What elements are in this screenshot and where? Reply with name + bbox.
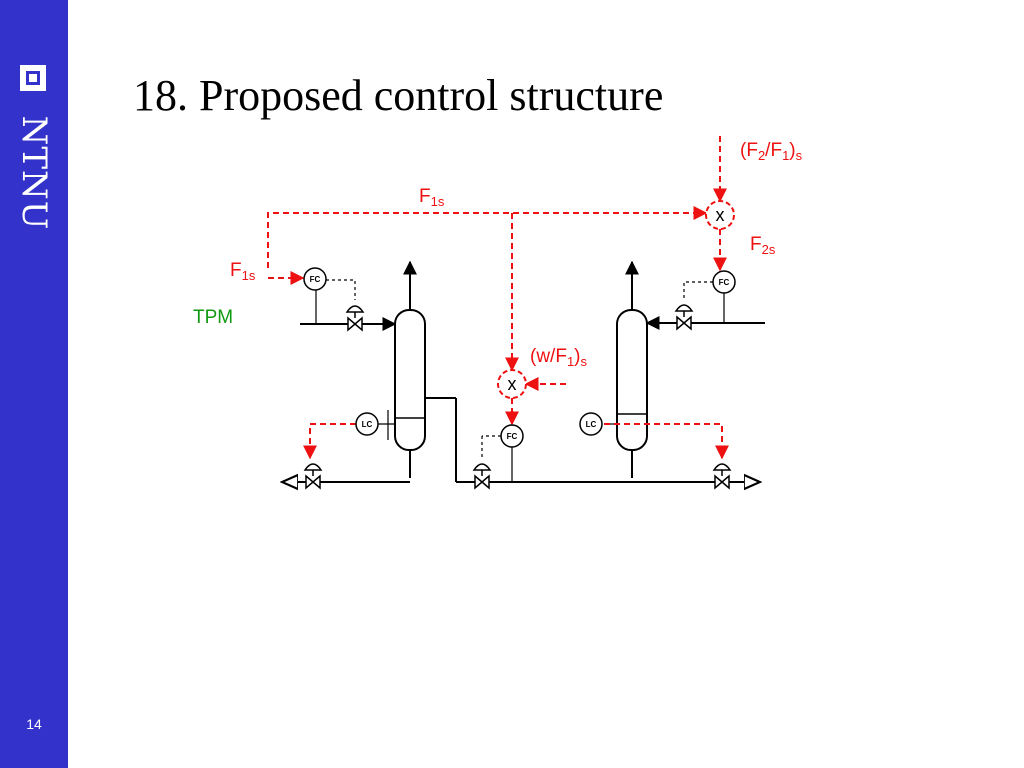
fc-left	[303, 267, 327, 291]
column-right	[616, 309, 648, 451]
label-tpm: TPM	[193, 307, 233, 328]
instrument-links	[326, 279, 713, 458]
fc-right	[712, 270, 736, 294]
fc-left-label: FC	[310, 275, 321, 284]
multiplier-middle	[497, 369, 527, 399]
page-number: 14	[26, 716, 42, 732]
multiplier-middle-label: x	[508, 374, 517, 394]
lc-right	[579, 412, 603, 436]
fc-middle-label: FC	[507, 432, 518, 441]
label-f2s: F2s	[750, 234, 776, 257]
fc-middle	[500, 424, 524, 448]
control-signals	[267, 136, 729, 460]
label-f2-over-f1: (F2/F1)s	[740, 140, 803, 163]
sidebar: NTNU 14	[0, 0, 68, 768]
multiplier-right	[705, 200, 735, 230]
lc-right-label: LC	[586, 420, 597, 429]
fc-right-label: FC	[719, 278, 730, 287]
lc-left-label: LC	[362, 420, 373, 429]
slide-title: 18. Proposed control structure	[133, 71, 664, 120]
multipliers: x x	[497, 200, 735, 399]
valves	[303, 304, 732, 490]
ntnu-logo-icon	[20, 65, 46, 91]
label-w-over-f1: (w/F1)s	[530, 346, 588, 369]
column-left	[394, 309, 426, 451]
label-f1s-top: F1s	[419, 186, 445, 209]
label-f1s-left: F1s	[230, 260, 256, 283]
lc-left	[355, 412, 379, 436]
multiplier-right-label: x	[716, 205, 725, 225]
controllers: FC FC FC LC LC	[303, 267, 736, 448]
